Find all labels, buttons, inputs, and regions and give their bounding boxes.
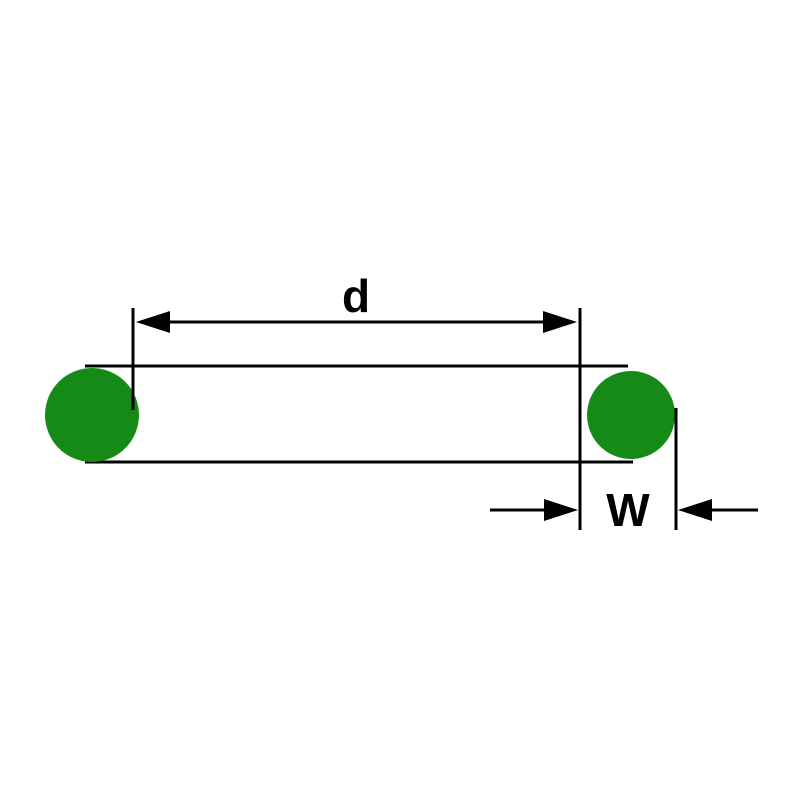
inner-diameter-label: d (342, 270, 370, 322)
cross-section-width-label: W (606, 484, 650, 536)
d-dimension-arrowhead-right (543, 311, 577, 333)
w-dimension-arrowhead-left (544, 499, 578, 521)
d-dimension-arrowhead-left (136, 311, 170, 333)
w-dimension-arrowhead-right (678, 499, 712, 521)
oring-right-cross-section (587, 371, 675, 459)
oring-left-cross-section (45, 368, 139, 462)
